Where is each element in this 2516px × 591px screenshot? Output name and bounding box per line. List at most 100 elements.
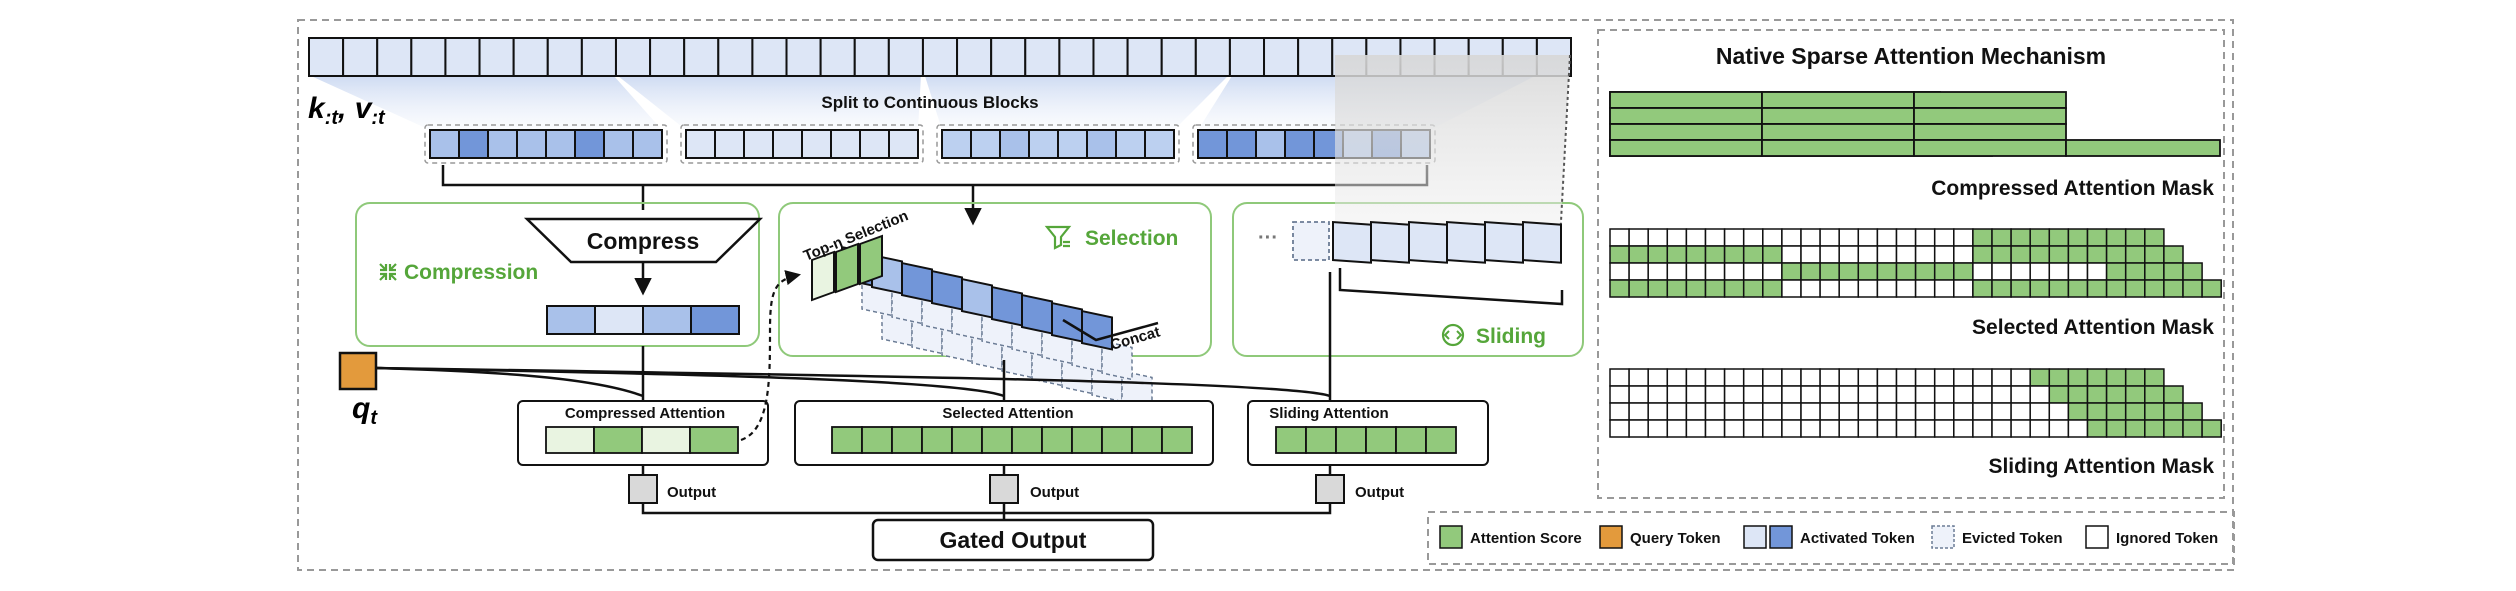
selected-mask-cell bbox=[2029, 245, 2051, 264]
kv-token bbox=[853, 37, 890, 77]
selected-score bbox=[1041, 426, 1073, 454]
sliding-mask-cell bbox=[1953, 368, 1974, 387]
sliding-mask-cell bbox=[1819, 385, 1840, 404]
sliding-mask-cell bbox=[1895, 385, 1917, 404]
compressed-mask-cell bbox=[1761, 107, 1915, 125]
kv-token bbox=[1160, 37, 1197, 77]
sliding-mask-cell bbox=[2124, 402, 2146, 421]
sliding-mask-cell bbox=[2048, 419, 2070, 438]
sliding-mask-cell bbox=[2048, 368, 2070, 387]
selected-mask-cell bbox=[2105, 262, 2127, 281]
kv-token bbox=[819, 37, 856, 77]
output-token bbox=[989, 474, 1019, 504]
sliding-mask-cell bbox=[1781, 402, 1802, 421]
sliding-mask-cell bbox=[2010, 368, 2031, 387]
selected-mask-cell bbox=[2163, 279, 2184, 298]
compressed-score bbox=[593, 426, 643, 454]
sliding-mask-cell bbox=[1953, 385, 1974, 404]
selected-mask-cell bbox=[2067, 228, 2089, 247]
block-fan bbox=[924, 76, 1228, 130]
sliding-mask-cell bbox=[1742, 402, 1764, 421]
sliding-mask-label: Sliding Attention Mask bbox=[1988, 455, 2214, 478]
evicted-token-swatch bbox=[1931, 525, 1955, 549]
sliding-mask-cell bbox=[2067, 419, 2089, 438]
compress-label: Compress bbox=[587, 228, 699, 254]
sliding-mask-cell bbox=[1647, 419, 1669, 438]
selected-mask-cell bbox=[1933, 262, 1955, 281]
sliding-mask-cell bbox=[2105, 368, 2127, 387]
sliding-mask-cell bbox=[2010, 402, 2031, 421]
selected-mask-cell bbox=[2086, 262, 2108, 281]
compressed-mask-cell bbox=[1761, 123, 1915, 141]
sliding-mask-cell bbox=[1647, 402, 1669, 421]
compressed-mask-cell bbox=[1609, 123, 1763, 141]
block-group-outline bbox=[680, 124, 924, 164]
selected-score bbox=[861, 426, 893, 454]
selected-mask-cell bbox=[1914, 279, 1936, 298]
gated-output-label: Gated Output bbox=[940, 527, 1087, 553]
selected-token bbox=[991, 285, 1023, 327]
sliding-token bbox=[1446, 220, 1486, 264]
sliding-mask-cell bbox=[1704, 385, 1726, 404]
compressed-mask-cell bbox=[1913, 107, 2067, 125]
selected-mask-cell bbox=[1857, 245, 1879, 264]
block-token bbox=[801, 129, 832, 159]
mechanism-panel bbox=[1597, 29, 2225, 499]
selected-mask-cell bbox=[1609, 245, 1630, 264]
selected-mask-cell bbox=[1838, 245, 1860, 264]
sliding-token bbox=[1332, 220, 1372, 264]
activated-token-swatch-light bbox=[1743, 525, 1767, 549]
sliding-mask-cell bbox=[2086, 368, 2108, 387]
selected-mask-cell bbox=[2105, 228, 2127, 247]
sliding-mask-cell bbox=[2029, 419, 2051, 438]
mechanism-title: Native Sparse Attention Mechanism bbox=[1716, 43, 2106, 69]
sliding-mask-cell bbox=[2124, 368, 2146, 387]
sliding-mask-cell bbox=[2029, 368, 2051, 387]
selected-mask-cell bbox=[2048, 279, 2070, 298]
block-token bbox=[574, 129, 605, 159]
sliding-mask-cell bbox=[2048, 402, 2070, 421]
selected-mask-cell bbox=[1991, 245, 2012, 264]
kv-token bbox=[1194, 37, 1231, 77]
selected-mask-cell bbox=[1972, 262, 1993, 281]
selected-mask-cell bbox=[1953, 245, 1974, 264]
selected-mask-cell bbox=[2067, 245, 2089, 264]
block-token bbox=[516, 129, 547, 159]
sliding-mask-cell bbox=[1991, 402, 2012, 421]
compressed-score bbox=[545, 426, 595, 454]
sliding-mask-cell bbox=[1857, 385, 1879, 404]
kv-token bbox=[546, 37, 583, 77]
sliding-mask-cell bbox=[1666, 368, 1688, 387]
selected-mask-cell bbox=[1991, 279, 2012, 298]
sliding-mask-cell bbox=[2124, 385, 2146, 404]
sliding-mask-cell bbox=[1991, 419, 2012, 438]
sliding-mask-cell bbox=[2048, 385, 2070, 404]
selected-mask-cell bbox=[1914, 262, 1936, 281]
sliding-mask-cell bbox=[2182, 402, 2203, 421]
sliding-mask-cell bbox=[1609, 419, 1630, 438]
selected-mask-cell bbox=[1876, 228, 1898, 247]
sliding-mask-cell bbox=[2144, 368, 2165, 387]
kv-label: k:t, v:t bbox=[308, 92, 386, 129]
block-token bbox=[999, 129, 1030, 159]
selected-mask-cell bbox=[1838, 228, 1860, 247]
selected-mask-cell bbox=[2124, 279, 2146, 298]
compression-title: Compression bbox=[404, 261, 538, 284]
kv-token bbox=[1297, 37, 1334, 77]
sliding-mask-cell bbox=[1609, 402, 1630, 421]
compressed-token bbox=[546, 305, 596, 335]
compressed-token bbox=[594, 305, 644, 335]
sliding-mask-cell bbox=[1628, 419, 1649, 438]
sliding-mask-cell bbox=[1819, 368, 1840, 387]
selected-mask-cell bbox=[1762, 245, 1783, 264]
block-token bbox=[1144, 129, 1175, 159]
sliding-mask-cell bbox=[1723, 385, 1745, 404]
selected-mask-cell bbox=[1704, 228, 1726, 247]
selected-mask-cell bbox=[1723, 262, 1745, 281]
sliding-mask-cell bbox=[1991, 385, 2012, 404]
kv-token bbox=[512, 37, 549, 77]
selected-mask-cell bbox=[1895, 279, 1917, 298]
selected-mask-cell bbox=[2144, 279, 2165, 298]
selected-mask-cell bbox=[1838, 279, 1860, 298]
gated-bracket bbox=[641, 503, 1332, 520]
